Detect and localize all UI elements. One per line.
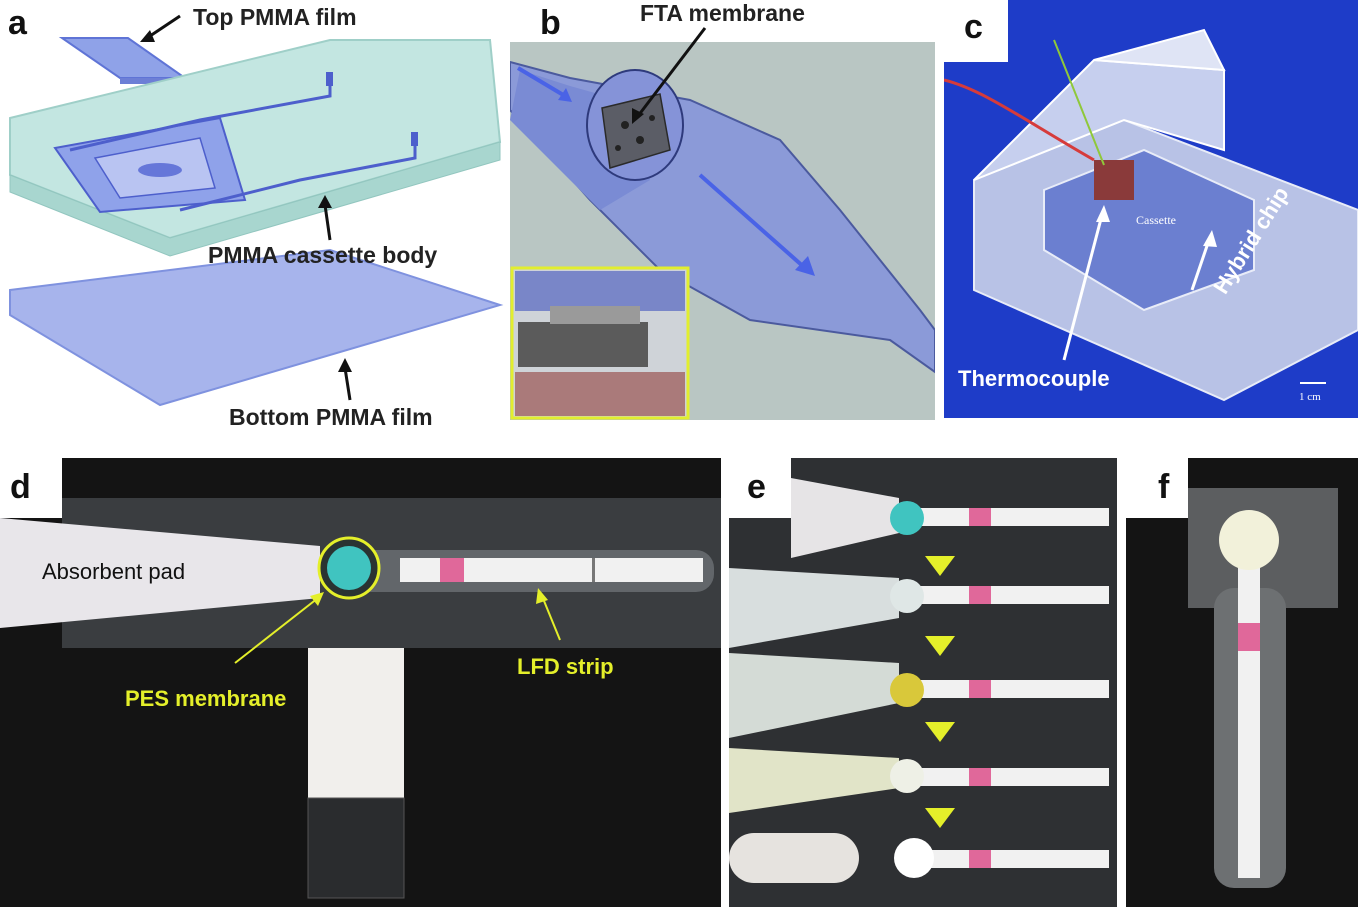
sequence-step-3 [729,653,1109,738]
panel-label-b: b [540,4,561,42]
arrow-down-icon [925,636,955,656]
panel-f: f [1126,458,1358,907]
panel-c-photo [944,0,1358,418]
panel-a-illustration [9,14,504,407]
sample-pad [1219,510,1279,570]
panel-label-e: e [747,468,766,506]
label-top-pmma-film: Top PMMA film [193,4,357,30]
panel-e-photo [729,458,1117,907]
sequence-step-1 [791,478,1109,558]
test-line [440,558,464,582]
channel-outlet [179,138,417,212]
label-cassette: Cassette [1136,213,1176,227]
arrow-down-icon [925,808,955,828]
panel-c: c Cassette Hybrid chip Thermocouple 1 cm [944,0,1358,418]
flow-arrow [698,173,807,270]
arrow-down-icon [925,722,955,742]
panel-label-c: c [964,8,983,46]
pes-membrane [327,546,371,590]
label-bottom-pmma-film: Bottom PMMA film [229,404,433,430]
label-absorbent-pad: Absorbent pad [42,559,186,584]
panel-d-photo [0,458,721,907]
label-pes-membrane: PES membrane [125,686,287,711]
panel-f-photo [1126,458,1358,907]
label-scale-bar: 1 cm [1299,391,1321,403]
label-fta-membrane: FTA membrane [640,0,805,26]
panel-d: d Absorbent pad PES membrane LFD strip [0,458,721,907]
vertical-lfd-strip [1238,558,1260,878]
channel-inlet [69,78,332,152]
panel-label-d: d [10,468,31,506]
panel-e: e [729,458,1117,907]
arrow-down-icon [925,556,955,576]
panel-label-a: a [8,4,27,42]
absorbent-pad [0,518,320,628]
top-pmma-film [58,37,189,79]
panel-label-f: f [1158,468,1170,506]
test-line [1238,623,1260,651]
label-pmma-cassette-body: PMMA cassette body [208,242,438,268]
sequence-step-4 [729,748,1109,813]
label-thermocouple: Thermocouple [958,366,1110,391]
label-lfd-strip: LFD strip [517,654,614,679]
panel-a: a Top PMMA film PMMA cassette body Botto… [0,0,505,440]
sequence-step-5 [729,833,1109,883]
heater [1094,160,1134,200]
sequence-step-2 [729,568,1109,648]
panel-b-illustration [510,0,935,420]
bottom-pmma-film [9,248,504,407]
panel-b: b FTA membrane [510,0,935,420]
